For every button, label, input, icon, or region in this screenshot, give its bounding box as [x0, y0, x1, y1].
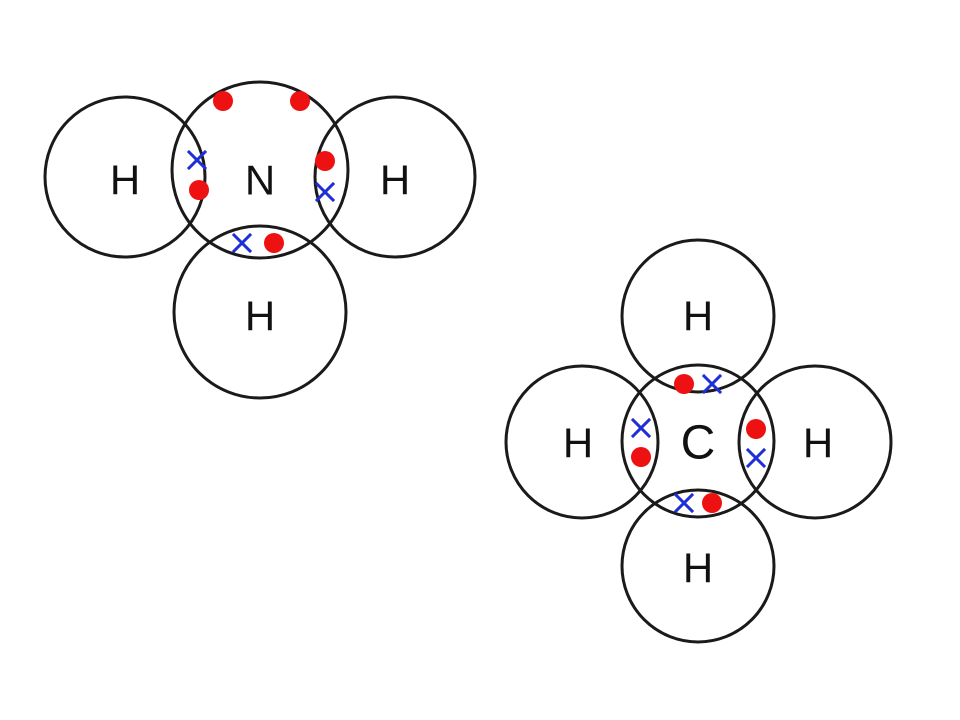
methane-molecule: H H C H H [504, 238, 893, 644]
ammonia-n-label: N [245, 157, 275, 204]
ammonia-bottom-bond-cross-electron [231, 232, 253, 254]
ammonia-lone-pair-electron [213, 91, 233, 111]
methane-h-left-shell [504, 364, 660, 520]
ammonia-molecule: H N H H [43, 80, 477, 400]
ammonia-right-bond-cross-electron [314, 181, 336, 203]
methane-top-bond-cross-electron [701, 373, 723, 395]
ammonia-left-bond-dot-electron [189, 180, 209, 200]
ammonia-left-bond-cross-electron [186, 149, 208, 171]
ammonia-h-bottom-shell [172, 224, 348, 400]
methane-h-top-shell [620, 238, 776, 394]
methane-left-bond-cross-electron [630, 417, 652, 439]
ammonia-h-left-shell [43, 95, 207, 259]
ammonia-h-bottom-label: H [245, 293, 275, 340]
ammonia-n-shell [170, 80, 350, 260]
methane-h-left-label: H [563, 420, 593, 467]
methane-c-shell [620, 363, 776, 519]
ammonia-right-bond-dot-electron [315, 151, 335, 171]
methane-h-right-shell [737, 364, 893, 520]
ammonia-h-right-shell [313, 95, 477, 259]
methane-bottom-bond-dot-electron [702, 493, 722, 513]
methane-h-right-label: H [803, 420, 833, 467]
methane-right-bond-cross-electron [745, 447, 767, 469]
ammonia-bottom-bond-dot-electron [264, 233, 284, 253]
methane-bottom-bond-cross-electron [673, 492, 695, 514]
ammonia-h-right-label: H [380, 157, 410, 204]
ammonia-lone-pair-electron [290, 91, 310, 111]
methane-h-bottom-shell [620, 488, 776, 644]
ammonia-h-left-label: H [110, 157, 140, 204]
methane-h-bottom-label: H [683, 545, 713, 592]
methane-right-bond-dot-electron [746, 419, 766, 439]
methane-c-label: C [681, 417, 716, 470]
methane-left-bond-dot-electron [631, 447, 651, 467]
methane-h-top-label: H [683, 293, 713, 340]
methane-top-bond-dot-electron [674, 374, 694, 394]
